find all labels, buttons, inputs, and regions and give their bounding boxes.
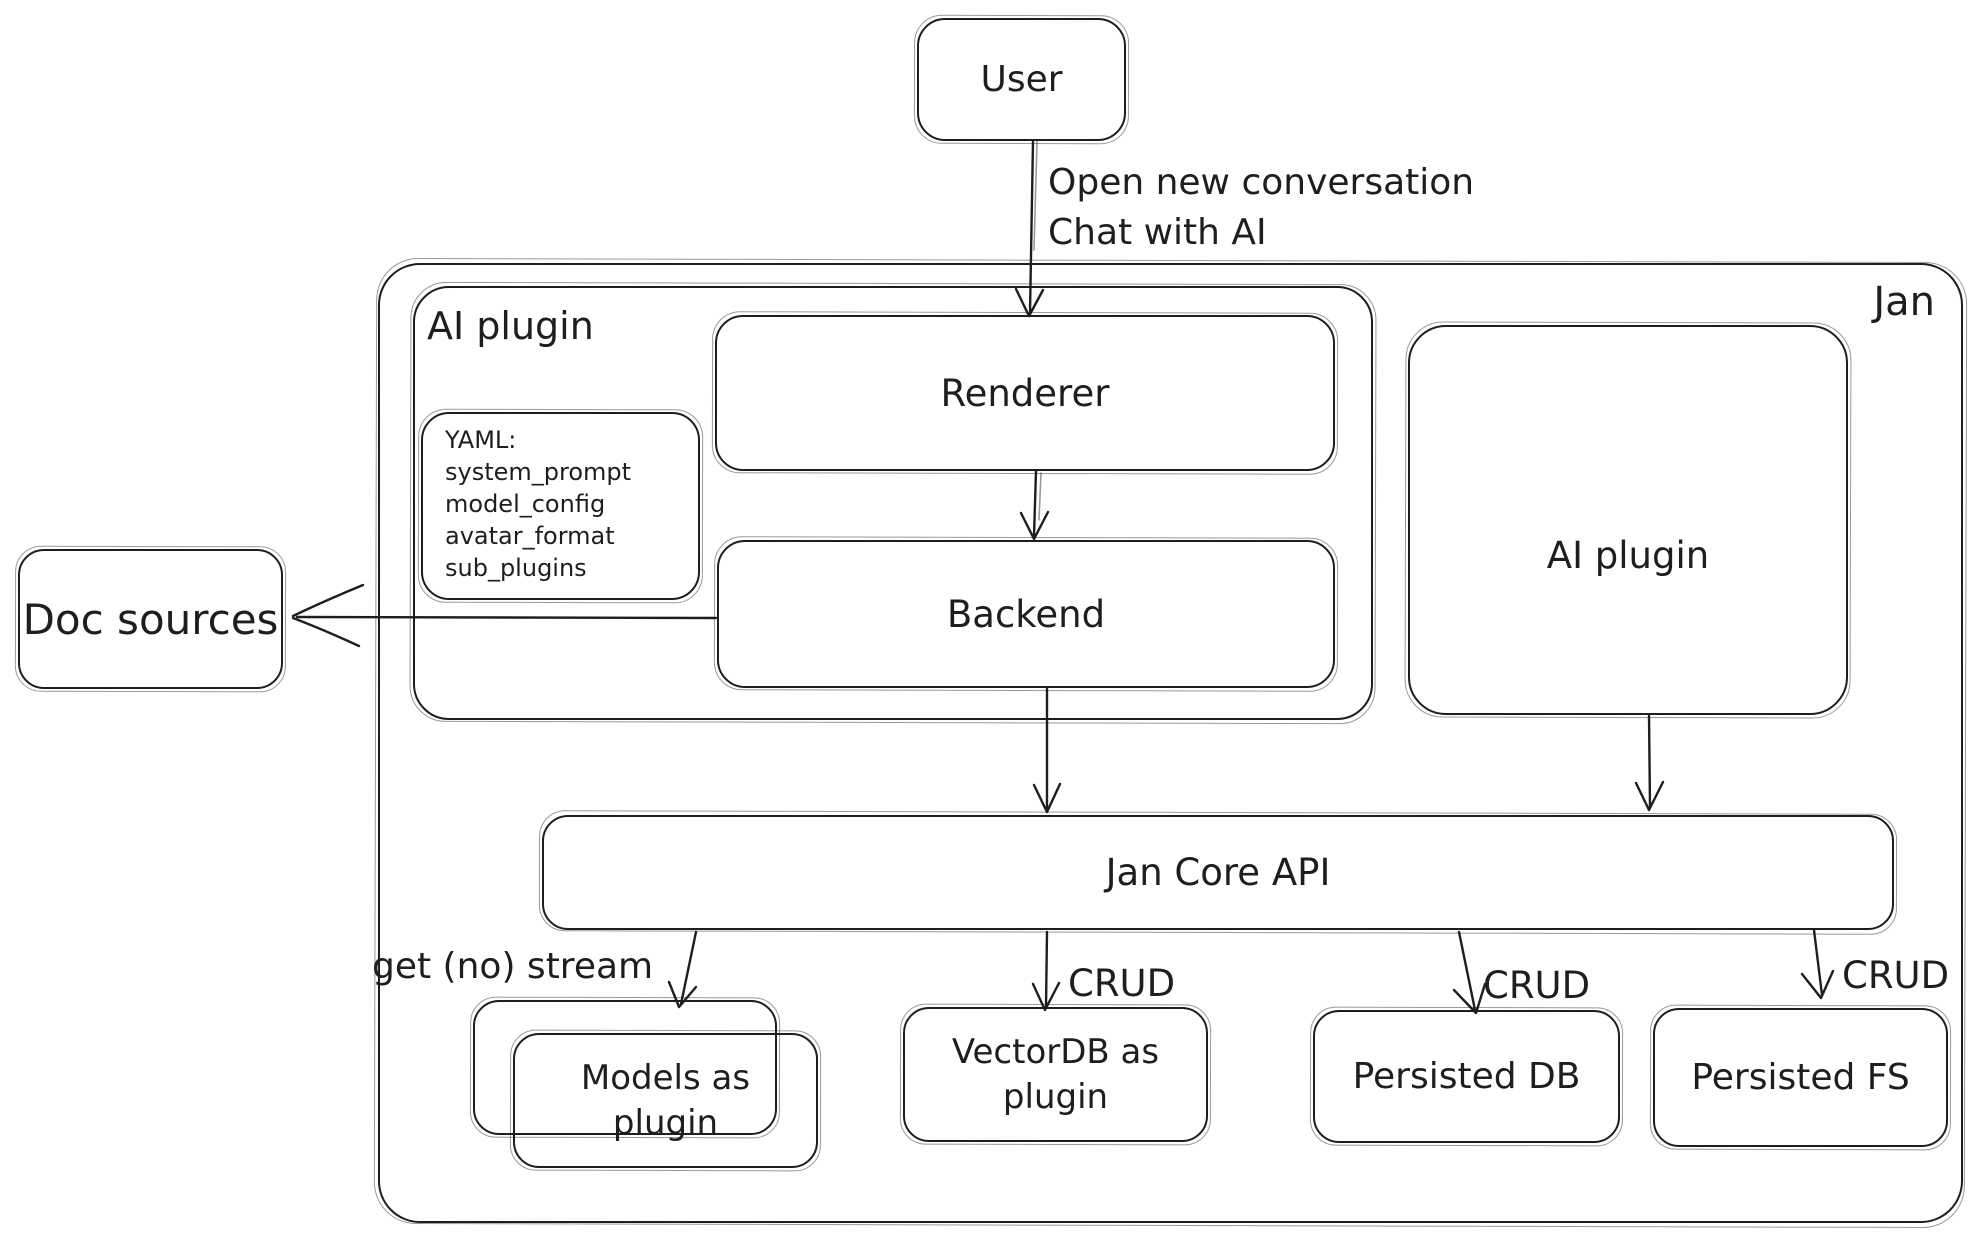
yaml-note-line: avatar_format bbox=[445, 522, 615, 550]
yaml-note-line: model_config bbox=[445, 490, 606, 518]
persisted-db-box: Persisted DB bbox=[1313, 1010, 1620, 1143]
doc-sources-label: Doc sources bbox=[22, 594, 279, 644]
ai-plugin-box-label: AI plugin bbox=[1546, 533, 1710, 577]
get-stream-label: get (no) stream bbox=[372, 946, 654, 987]
crud-label-vectordb: CRUD bbox=[1068, 962, 1176, 1005]
vectordb-label: VectorDB as plugin bbox=[951, 1031, 1160, 1117]
arrow-user-to-renderer-sketch bbox=[1033, 140, 1038, 251]
backend-box: Backend bbox=[717, 540, 1335, 688]
ai-plugin-group: AI plugin bbox=[413, 286, 1373, 720]
persisted-fs-label: Persisted FS bbox=[1691, 1057, 1910, 1098]
models-label: Models as plugin bbox=[580, 1057, 751, 1143]
node-user: User bbox=[917, 18, 1126, 141]
doc-sources-box: Doc sources bbox=[18, 549, 283, 689]
ai-plugin-group-label: AI plugin bbox=[427, 304, 594, 348]
yaml-note-line: system_prompt bbox=[445, 458, 632, 486]
crud-label-persisted-fs: CRUD bbox=[1842, 954, 1950, 997]
yaml-note: YAML: system_prompt model_config avatar_… bbox=[421, 412, 700, 600]
yaml-note-line: YAML: bbox=[445, 426, 517, 454]
models-front-box: Models as plugin bbox=[513, 1033, 818, 1168]
yaml-note-line: sub_plugins bbox=[445, 554, 587, 582]
renderer-label: Renderer bbox=[940, 371, 1110, 415]
persisted-db-label: Persisted DB bbox=[1352, 1056, 1581, 1097]
jan-core-api-box: Jan Core API bbox=[542, 815, 1894, 930]
open-conversation-label: Open new conversation Chat with AI bbox=[1048, 162, 1475, 253]
user-label: User bbox=[980, 59, 1063, 100]
jan-container: Jan bbox=[378, 263, 1963, 1223]
jan-label: Jan bbox=[1873, 279, 1935, 325]
ai-plugin-box: AI plugin bbox=[1408, 325, 1848, 715]
backend-label: Backend bbox=[946, 592, 1106, 636]
crud-label-persisted-db: CRUD bbox=[1483, 964, 1591, 1007]
jan-core-api-label: Jan Core API bbox=[1105, 851, 1331, 894]
vectordb-box: VectorDB as plugin bbox=[903, 1007, 1208, 1142]
renderer-box: Renderer bbox=[715, 315, 1335, 471]
persisted-fs-box: Persisted FS bbox=[1653, 1008, 1948, 1147]
